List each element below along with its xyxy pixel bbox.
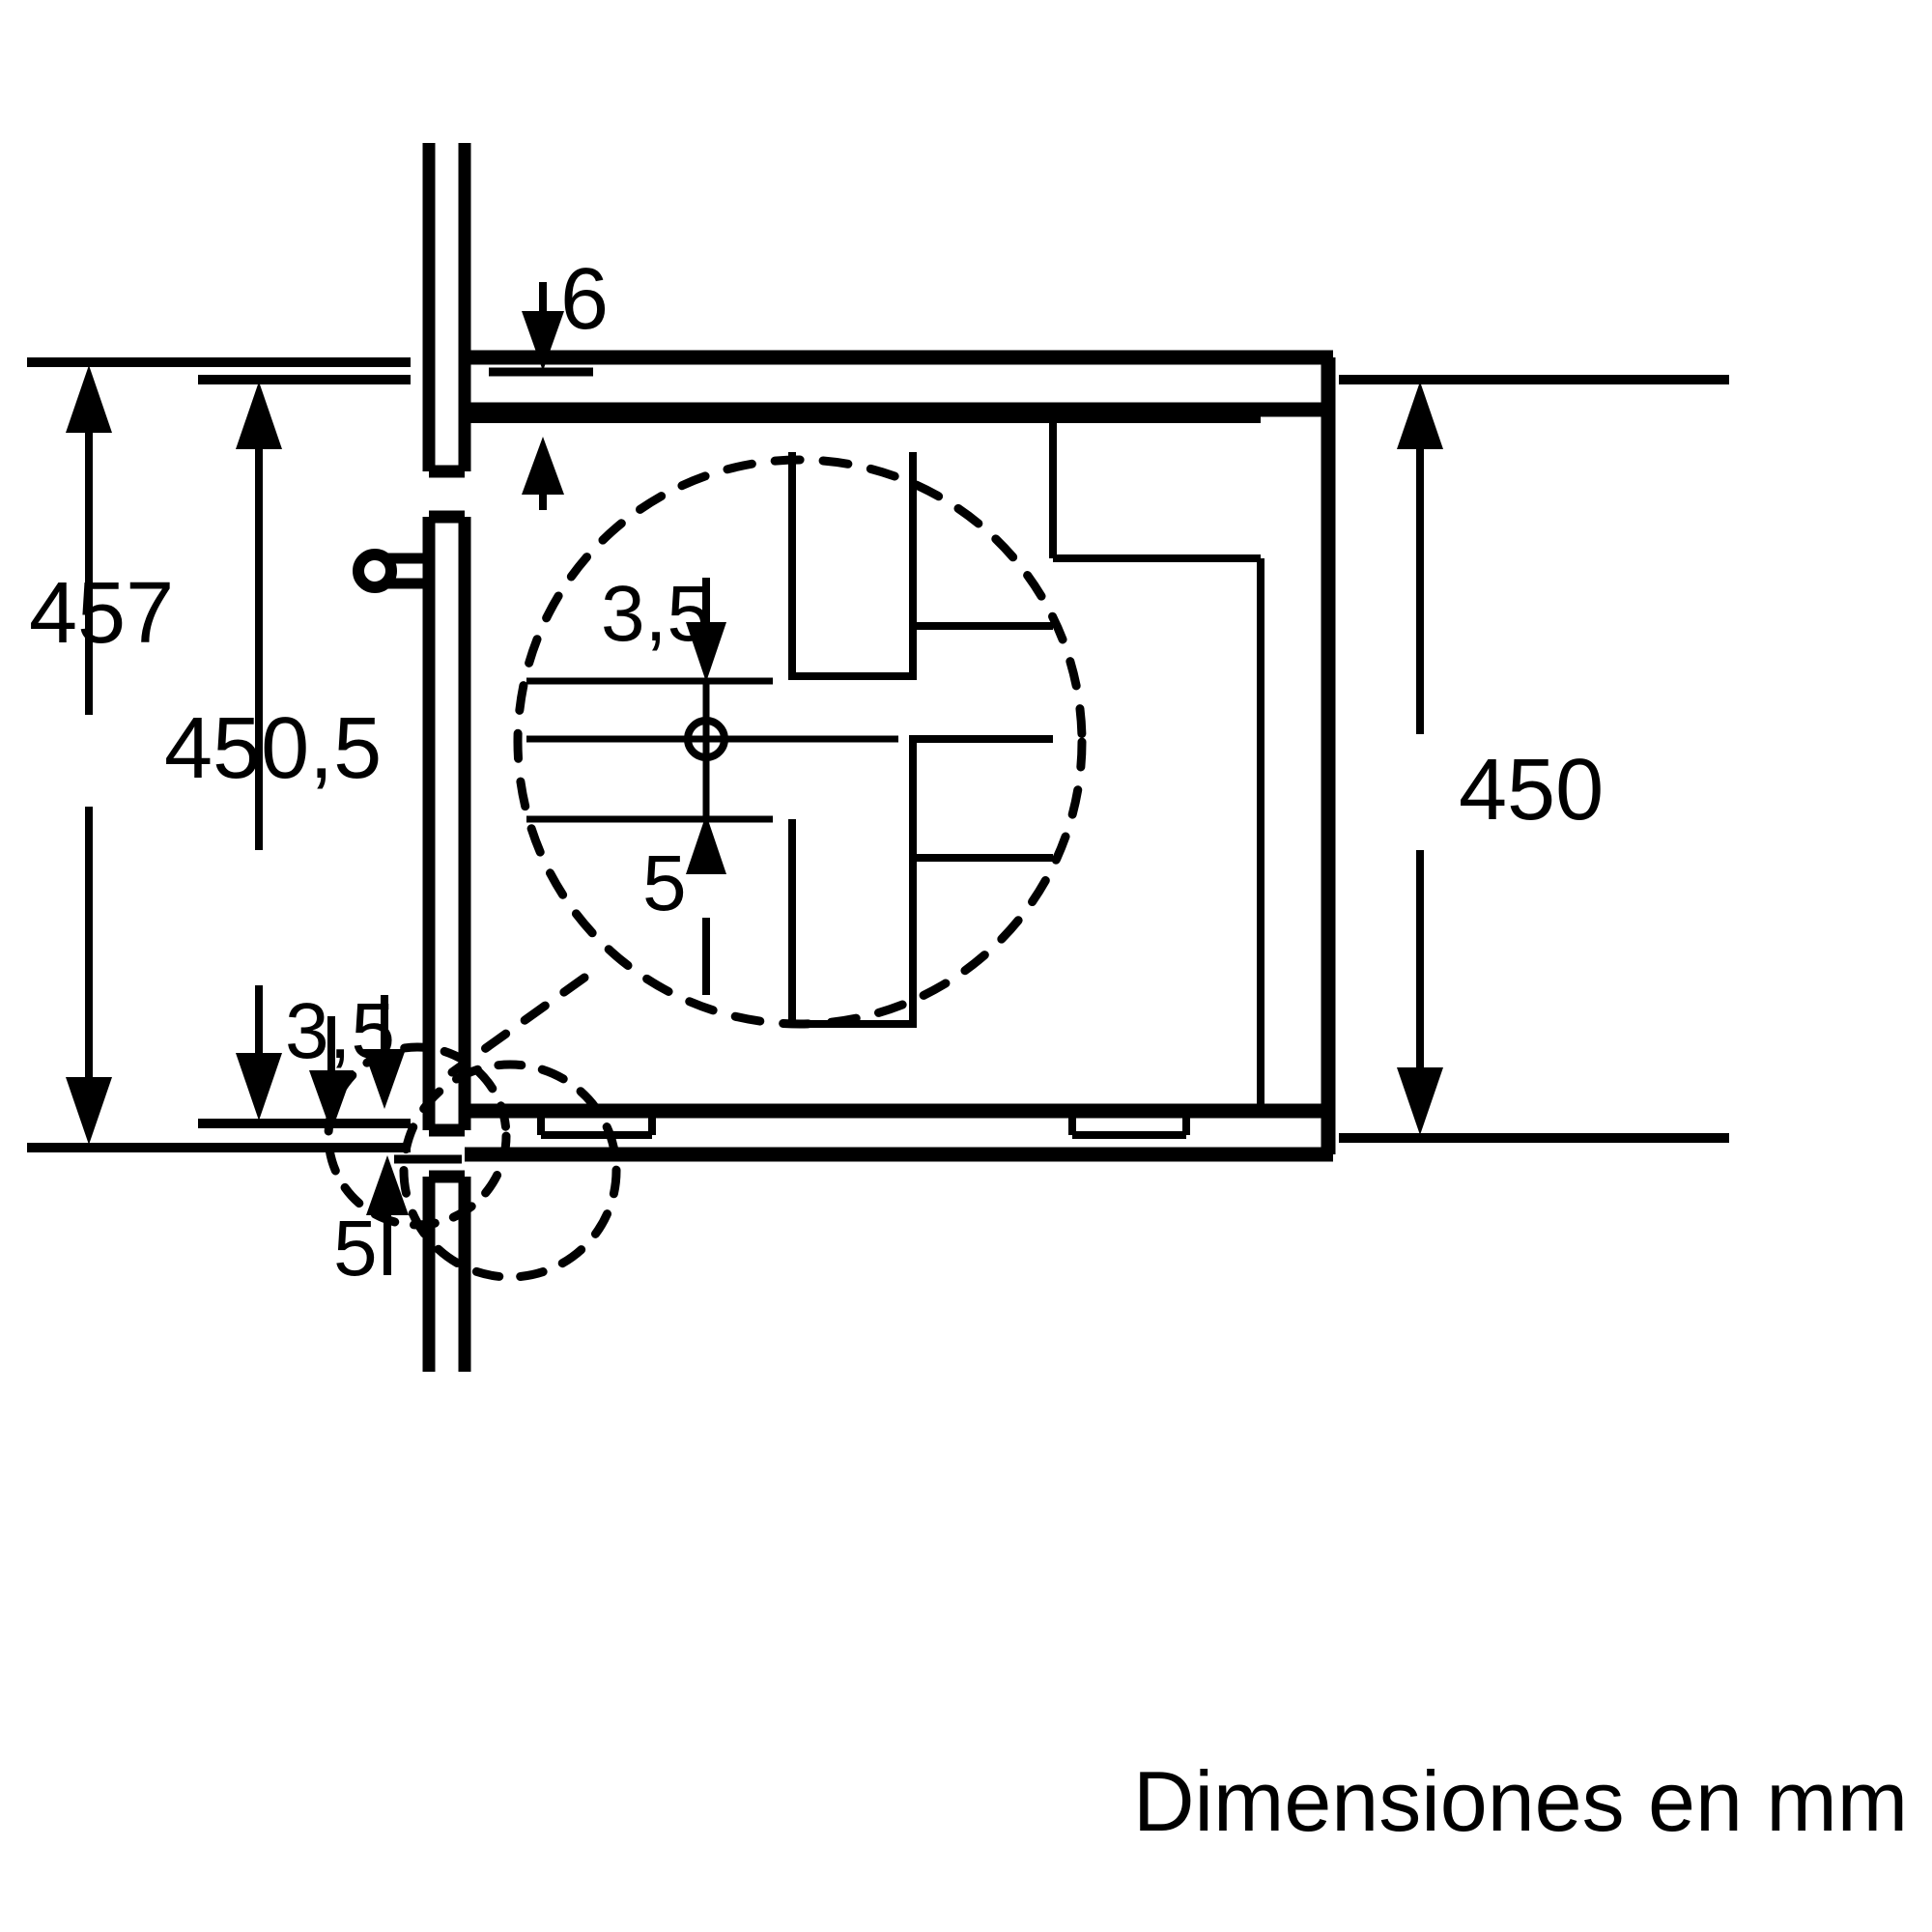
dimension-label-450-5: 450,5 [164, 700, 382, 797]
dimension-6 [489, 282, 593, 377]
detail-circle-large [513, 455, 1087, 1029]
dimension-label-detail-5: 5 [642, 839, 687, 927]
detail-circle-joint [399, 1060, 621, 1282]
dimension-bottom-3-5 [309, 995, 406, 1132]
dimension-450-5 [236, 382, 282, 1121]
dimension-457 [66, 365, 112, 1145]
dimension-bottom-5 [366, 1154, 462, 1275]
dimension-label-bottom-5: 5 [333, 1205, 378, 1293]
detail-leader-line [447, 973, 589, 1077]
cabinet-side-panel [422, 143, 471, 1372]
extension-lines [27, 357, 1729, 1152]
dimension-450 [1397, 382, 1443, 1135]
dimension-label-6: 6 [560, 251, 609, 348]
dimension-inner-top-arrow [522, 437, 564, 510]
appliance-inner-profile [465, 419, 1264, 1139]
dimension-detail-3-5 [686, 578, 726, 682]
dimension-label-457: 457 [29, 565, 174, 662]
dimension-label-detail-3-5: 3,5 [601, 570, 711, 658]
dimension-detail-5 [686, 814, 726, 995]
dimension-label-bottom-3-5: 3,5 [285, 987, 395, 1075]
dimension-label-450: 450 [1459, 742, 1604, 838]
hinge-detail-shapes [526, 452, 1053, 1028]
units-caption: Dimensiones en mm [1133, 1753, 1908, 1849]
detail-center-axis [684, 682, 728, 819]
door-handle-icon [353, 549, 429, 593]
